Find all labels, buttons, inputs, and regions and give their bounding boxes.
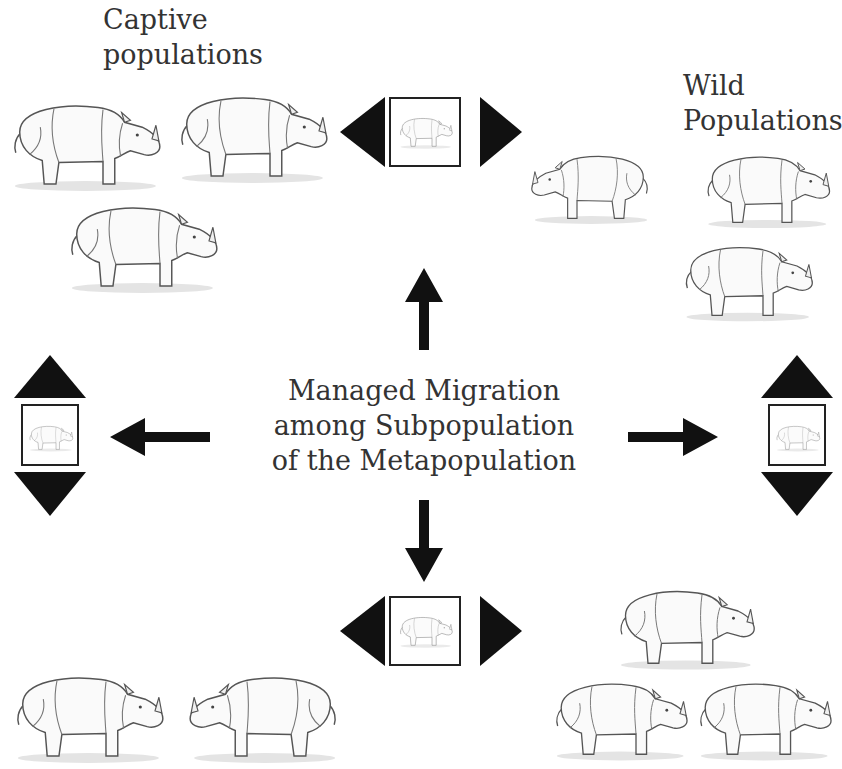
icon-box [22,405,78,465]
rhino-figure [15,106,160,191]
rhino-figure [708,157,829,228]
rhino-figure [190,678,335,763]
icon-box [390,98,460,166]
group-heading: Captive populations [103,2,147,72]
rhino-figure [687,248,813,322]
arrow-up [405,268,443,350]
direction-triangle [340,596,385,666]
rhino-icon [401,118,453,148]
arrow-left [110,418,210,456]
rhino-icon [777,426,820,451]
rhino-figure [532,156,647,223]
direction-triangle [480,596,522,666]
icon-box [769,405,825,465]
arrow-right [628,418,718,456]
direction-triangle [761,355,833,398]
arrow-down [405,500,443,582]
rhino-icon [401,617,453,647]
rhino-figure [557,684,687,760]
rhino-figure [701,684,831,760]
rhino-figure [72,208,217,293]
direction-triangle [14,472,86,516]
direction-triangle [761,472,833,516]
direction-triangle [14,355,86,398]
rhino-figure [621,592,754,670]
group-heading: Wild Populations [683,68,727,138]
icon-box [390,597,460,665]
direction-triangle [480,97,522,167]
rhino-figure [18,678,163,763]
direction-triangle [340,97,385,167]
center-caption: Managed Migration among Subpopulation of… [269,373,579,478]
rhino-icon [30,426,73,451]
rhino-figure [182,98,327,183]
